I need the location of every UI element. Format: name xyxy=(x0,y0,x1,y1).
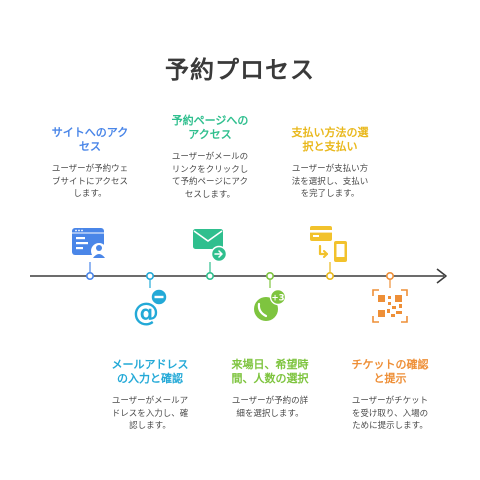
timeline-marker xyxy=(86,271,95,280)
calendar-people-icon: +3 xyxy=(254,288,287,321)
timeline-marker xyxy=(385,271,394,280)
timeline-arrowhead xyxy=(436,268,447,284)
step-title: サイトへのアク セス xyxy=(51,126,129,153)
email-at-icon: @ xyxy=(133,288,168,328)
step-description: ユーザーが支払い方 法を選択し、支払い を完了します。 xyxy=(291,164,369,199)
page-title: 予約プロセス xyxy=(165,56,315,84)
step-description: ユーザーがメールの リンクをクリックし て予約ページにアク セスします。 xyxy=(171,152,249,200)
step-site-access: サイトへのアク セス ユーザーが予約ウェ ブサイトにアクセス します。 xyxy=(38,126,142,201)
timeline-marker xyxy=(206,271,215,280)
step-title: 予約ページへの アクセス xyxy=(171,114,249,141)
svg-text:+3: +3 xyxy=(271,294,284,304)
mail-forward-icon xyxy=(193,229,228,263)
step-description: ユーザーが予約の詳 細を選択します。 xyxy=(231,396,309,419)
step-reservation-page: 予約ページへの アクセス ユーザーがメールの リンクをクリックし て予約ページに… xyxy=(158,114,262,201)
timeline-marker xyxy=(146,271,155,280)
qr-code-icon xyxy=(372,289,408,323)
step-title: 支払い方法の選 択と支払い xyxy=(291,126,369,153)
step-description: ユーザーがチケット を受け取り、入場の ために提示します。 xyxy=(351,396,429,431)
timeline-marker xyxy=(265,271,274,280)
step-description: ユーザーが予約ウェ ブサイトにアクセス します。 xyxy=(51,164,129,199)
payment-card-phone-icon xyxy=(310,226,347,262)
step-title: メールアドレス の入力と確認 xyxy=(111,358,189,385)
step-payment: 支払い方法の選 択と支払い ユーザーが支払い方 法を選択し、支払い を完了します… xyxy=(278,126,382,201)
step-title: チケットの確認 と提示 xyxy=(351,358,429,385)
timeline-marker xyxy=(325,271,334,280)
website-user-icon xyxy=(72,228,107,259)
step-title: 来場日、希望時 間、人数の選択 xyxy=(231,358,309,385)
step-description: ユーザーがメールア ドレスを入力し、確 認します。 xyxy=(111,396,189,431)
step-ticket: チケットの確認 と提示 ユーザーがチケット を受け取り、入場の ために提示します… xyxy=(338,358,442,433)
step-email-input: メールアドレス の入力と確認 ユーザーがメールア ドレスを入力し、確 認します。 xyxy=(98,358,202,433)
step-date-selection: 来場日、希望時 間、人数の選択 ユーザーが予約の詳 細を選択します。 xyxy=(218,358,322,420)
